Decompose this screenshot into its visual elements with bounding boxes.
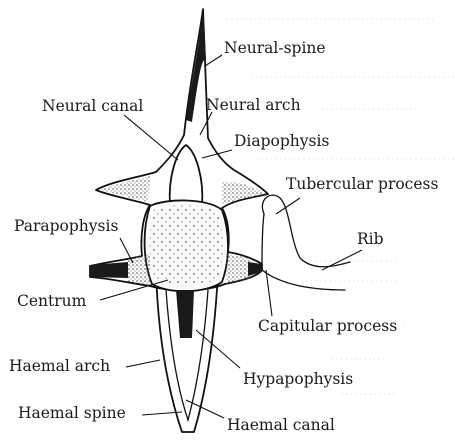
diapophysis-shading <box>222 182 266 205</box>
label-neural-canal: Neural canal <box>42 97 143 115</box>
label-centrum: Centrum <box>17 292 87 310</box>
leader-neural-spine <box>205 55 222 66</box>
leader-neural-canal <box>124 115 178 160</box>
label-haemal-canal: Haemal canal <box>227 416 335 434</box>
label-neural-arch: Neural arch <box>206 96 301 114</box>
label-capitular-process: Capitular process <box>258 317 397 335</box>
leader-tubercular <box>276 198 300 214</box>
label-tubercular-process: Tubercular process <box>286 175 438 193</box>
label-diapophysis: Diapophysis <box>234 132 329 150</box>
centrum-stipple <box>149 205 223 286</box>
rib-lower-edge <box>262 270 345 290</box>
label-rib: Rib <box>357 230 384 248</box>
label-parapophysis: Parapophysis <box>14 217 118 235</box>
label-neural-spine: Neural-spine <box>224 39 326 57</box>
label-haemal-spine: Haemal spine <box>18 404 126 422</box>
label-haemal-arch: Haemal arch <box>9 357 110 375</box>
rib-shape <box>262 195 350 267</box>
rib-tubercular-join <box>262 214 264 264</box>
leader-capitular <box>266 270 272 316</box>
leader-rib <box>322 250 362 270</box>
label-hypapophysis: Hypapophysis <box>243 370 353 388</box>
capitular-process-dark <box>248 262 262 276</box>
leader-haemal-arch <box>126 360 160 367</box>
